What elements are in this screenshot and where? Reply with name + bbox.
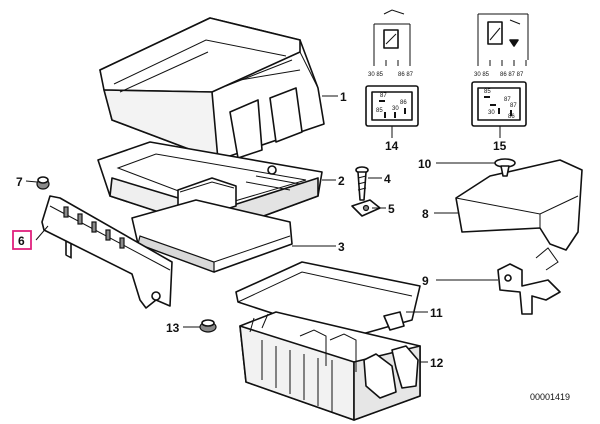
callout-12[interactable]: 12 [430, 356, 444, 370]
part-3-base [131, 199, 293, 273]
part-1-cover [99, 17, 325, 161]
callout-10[interactable]: 10 [418, 157, 432, 171]
callout-6-highlight [12, 230, 32, 250]
part-11-lid [235, 261, 421, 339]
part-9-bracket [497, 247, 561, 315]
part-6-bracket [41, 195, 173, 309]
callout-15[interactable]: 15 [493, 139, 507, 153]
relay-14: 30 85 86 87 87 30 86 85 [365, 9, 419, 127]
callout-11[interactable]: 11 [430, 306, 443, 320]
relay14-pins-left: 30 85 [368, 72, 384, 78]
callout-9[interactable]: 9 [422, 274, 429, 288]
callout-13[interactable]: 13 [166, 321, 180, 335]
relay14-pins-right: 86 87 [398, 72, 414, 78]
relay-15: 30 85 86 87 87 85 87 87 30 86 [471, 13, 529, 127]
relay15-face-87b: 87 [510, 103, 517, 109]
part-10-push-clip [494, 158, 516, 177]
callouts: 1 2 3 4 5 6 7 8 9 10 11 12 13 14 15 [12, 90, 507, 370]
relay14-face-87: 87 [380, 93, 387, 99]
callout-2[interactable]: 2 [338, 174, 345, 188]
relay15-face-85: 85 [484, 89, 491, 95]
relay15-face-30: 30 [488, 110, 495, 116]
relay15-face-86: 86 [508, 114, 515, 120]
relay14-face-85: 85 [376, 108, 383, 114]
callout-6[interactable]: 6 [18, 234, 25, 248]
callout-4[interactable]: 4 [384, 172, 391, 186]
callout-1[interactable]: 1 [340, 90, 347, 104]
part-13-grommet [199, 319, 217, 333]
callout-3[interactable]: 3 [338, 240, 345, 254]
diagram-reference-number: 00001419 [530, 392, 570, 402]
leader-lines [25, 95, 501, 363]
callout-5[interactable]: 5 [388, 202, 395, 216]
relay14-face-30: 30 [392, 106, 399, 112]
part-7-grommet [36, 176, 50, 190]
part-12-lower-box [239, 311, 421, 421]
relay15-pins-right: 86 87 87 [500, 72, 524, 78]
callout-14[interactable]: 14 [385, 139, 399, 153]
relay15-face-87a: 87 [504, 97, 511, 103]
callout-8[interactable]: 8 [422, 207, 429, 221]
relay14-face-86: 86 [400, 100, 407, 106]
part-8-shield [455, 159, 583, 251]
callout-7[interactable]: 7 [16, 175, 23, 189]
part-4-screw [355, 166, 369, 201]
relay15-pins-left: 30 85 [474, 72, 490, 78]
